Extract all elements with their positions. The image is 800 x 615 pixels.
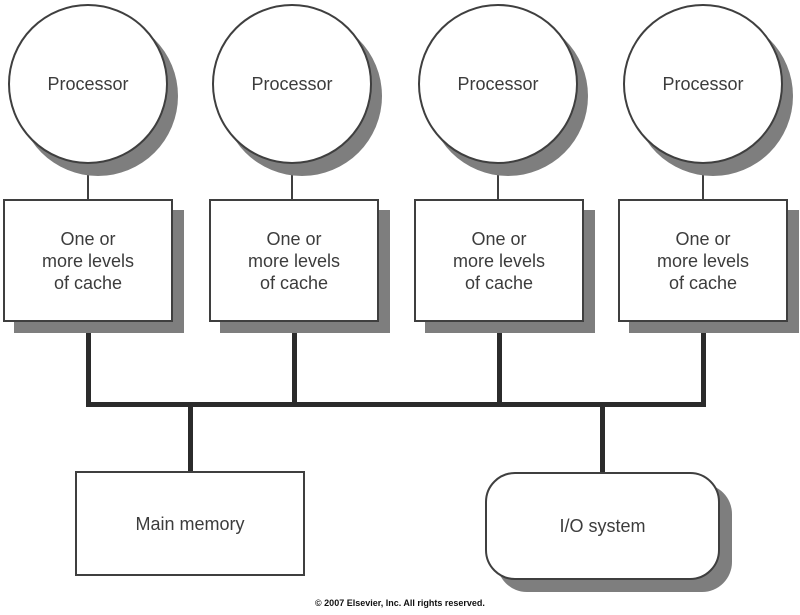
processor-node-4: Processor — [623, 4, 783, 164]
io-system-node: I/O system — [485, 472, 720, 580]
connector-cache1-bus — [86, 322, 91, 407]
connector-cache3-bus — [497, 322, 502, 407]
connector-cache4-bus — [701, 322, 706, 407]
copyright-text: © 2007 Elsevier, Inc. All rights reserve… — [315, 598, 485, 608]
cache-label-4: One or more levels of cache — [656, 228, 750, 293]
connector-bus-main-memory — [188, 402, 193, 471]
connector-processor1-cache1 — [87, 161, 89, 199]
connector-processor3-cache3 — [497, 161, 499, 199]
processor-node-3: Processor — [418, 4, 578, 164]
main-memory-label: Main memory — [135, 513, 245, 534]
connector-cache2-bus — [292, 322, 297, 407]
main-memory-node: Main memory — [75, 471, 305, 576]
shared-bus-line — [86, 402, 706, 407]
processor-label-1: Processor — [47, 74, 129, 94]
cache-label-1: One or more levels of cache — [41, 228, 135, 293]
cache-node-2: One or more levels of cache — [209, 199, 379, 322]
io-system-label: I/O system — [559, 516, 646, 536]
cache-node-1: One or more levels of cache — [3, 199, 173, 322]
connector-bus-io-system — [600, 402, 605, 472]
processor-label-2: Processor — [251, 74, 333, 94]
cache-node-4: One or more levels of cache — [618, 199, 788, 322]
processor-node-2: Processor — [212, 4, 372, 164]
cache-label-2: One or more levels of cache — [247, 228, 341, 293]
processor-label-3: Processor — [457, 74, 539, 94]
connector-processor2-cache2 — [291, 161, 293, 199]
processor-node-1: Processor — [8, 4, 168, 164]
cache-node-3: One or more levels of cache — [414, 199, 584, 322]
connector-processor4-cache4 — [702, 161, 704, 199]
cache-label-3: One or more levels of cache — [452, 228, 546, 293]
processor-label-4: Processor — [662, 74, 744, 94]
